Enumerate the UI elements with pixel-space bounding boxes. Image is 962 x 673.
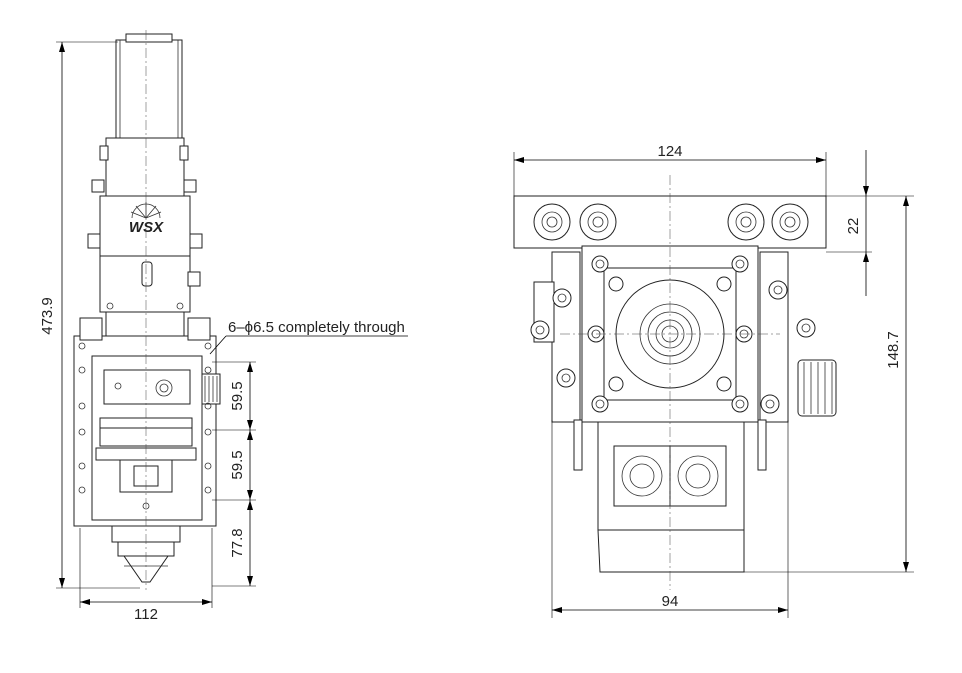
top-width-label: 124 <box>657 143 682 160</box>
pitch-mid-label: 59.5 <box>229 450 246 479</box>
front-view: 124 94 22 148.7 <box>513 143 914 618</box>
connector-right <box>669 445 727 507</box>
sensor-bar <box>103 369 191 405</box>
sunburst-logo-icon <box>130 202 162 219</box>
width-label: 112 <box>134 606 158 623</box>
bottom-width-label: 94 <box>662 593 679 610</box>
neck-block <box>105 311 185 341</box>
overall-height-label: 473.9 <box>39 297 56 335</box>
nozzle-tip <box>123 555 169 583</box>
body-height-label: 148.7 <box>885 331 902 369</box>
collimator-tube <box>115 39 183 141</box>
upper-body <box>105 137 185 197</box>
logo-text: WSX <box>129 219 164 236</box>
top-cap <box>125 33 173 43</box>
fittings <box>533 203 809 241</box>
pitch-top-label: 59.5 <box>229 381 246 410</box>
hole-note-label: 6–ϕ6.5 completely through <box>228 319 405 336</box>
bottom-block <box>597 529 745 573</box>
right-side-plate <box>759 251 789 423</box>
adjust-knob <box>797 359 837 417</box>
side-view: WSX <box>39 30 408 623</box>
plate-bolts <box>530 255 816 414</box>
top-height-label: 22 <box>845 218 862 235</box>
left-side-plate <box>551 251 581 423</box>
side-knob <box>201 373 221 405</box>
logo-block <box>99 195 191 257</box>
connector-left <box>613 445 671 507</box>
mounting-holes <box>78 342 212 494</box>
bottom-offset-label: 77.8 <box>229 528 246 557</box>
